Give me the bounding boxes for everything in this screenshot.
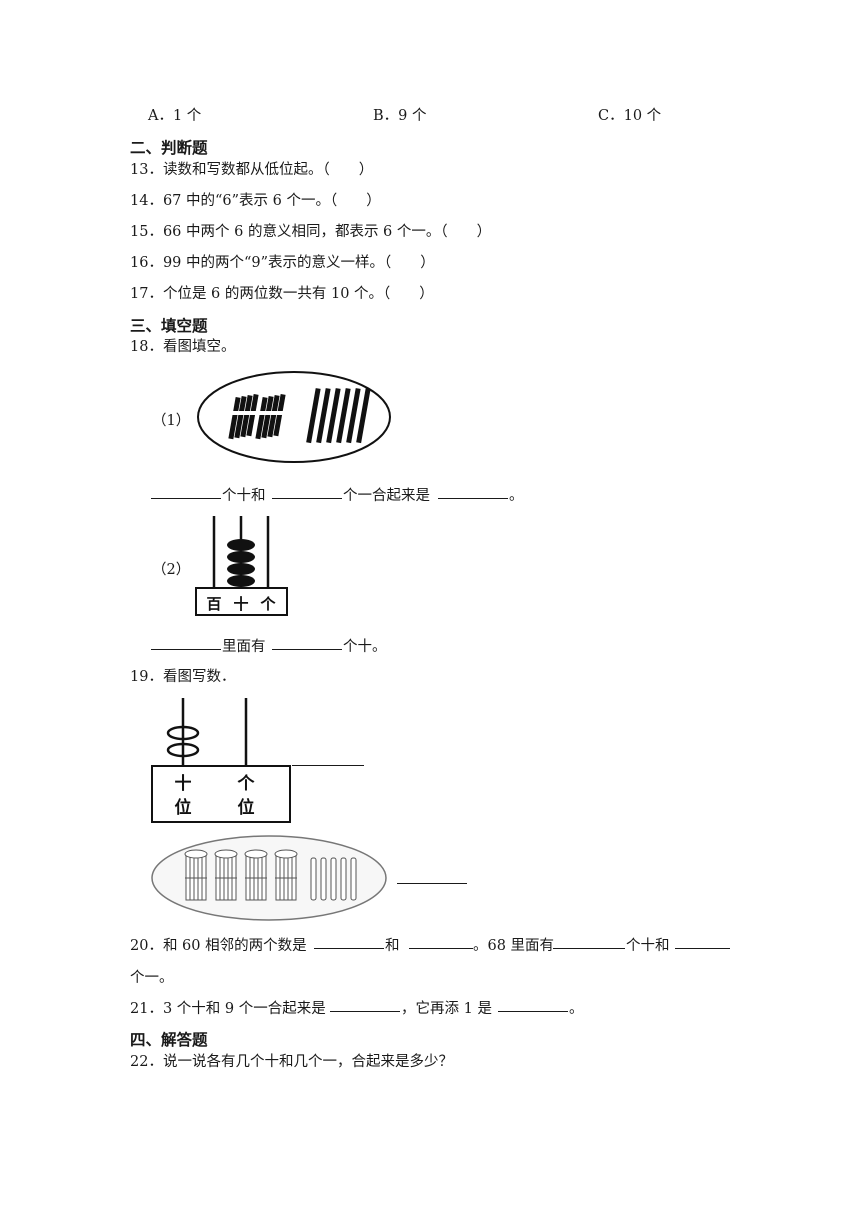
ten-bundle-icon: [228, 393, 259, 440]
question-14: 14．67 中的“6”表示 6 个一。（ ）: [130, 193, 381, 209]
answer-blank[interactable]: [438, 498, 508, 499]
place-value-abacus-figure: 十 个 位 位: [151, 698, 291, 823]
answer-blank[interactable]: [151, 649, 221, 650]
fill-text: 。68 里面有: [473, 938, 555, 954]
answer-blank[interactable]: [330, 1011, 400, 1012]
answer-blank[interactable]: [397, 883, 467, 884]
fill-text: 。: [509, 488, 524, 504]
fill-text: 个十和: [626, 938, 670, 954]
question-19-stem: 19．看图写数．: [130, 669, 236, 685]
answer-blank[interactable]: [272, 498, 342, 499]
option-b: B．9 个: [373, 108, 427, 124]
answer-blank[interactable]: [498, 1011, 568, 1012]
abacus-figure: 百 十 个: [195, 516, 288, 616]
abacus-label: 位: [238, 797, 255, 818]
question-21-text: 21．3 个十和 9 个一合起来是: [130, 1001, 326, 1017]
fill-text: ，它再添 1 是: [401, 1001, 492, 1017]
abacus-label: 十: [175, 773, 192, 794]
fill-text: 里面有: [222, 639, 266, 655]
fill-text: 个一。: [130, 970, 174, 986]
fill-text: 个十和: [222, 488, 266, 504]
fill-text: 。: [569, 1001, 584, 1017]
bundles-oval-figure: [151, 835, 387, 921]
abacus-label: 个: [237, 773, 256, 794]
abacus-label: 位: [175, 797, 192, 818]
answer-blank[interactable]: [409, 948, 473, 949]
ten-bundle-icon: [244, 849, 268, 901]
part-1-label: （1）: [152, 413, 191, 429]
question-13: 13．读数和写数都从低位起。（ ）: [130, 162, 374, 178]
ten-bundle-icon: [274, 849, 298, 901]
question-18-stem: 18．看图填空。: [130, 339, 236, 355]
question-20-text: 20．和 60 相邻的两个数是: [130, 938, 307, 954]
section-title-fill: 三、填空题: [130, 317, 208, 335]
question-22: 22．说一说各有几个十和几个一，合起来是多少？: [130, 1054, 453, 1070]
fill-text: 个十。: [343, 639, 387, 655]
abacus-label: 百: [206, 595, 221, 613]
answer-blank[interactable]: [292, 765, 364, 766]
part-2-label: （2）: [152, 562, 191, 578]
answer-blank[interactable]: [272, 649, 342, 650]
section-title-judgement: 二、判断题: [130, 139, 208, 157]
question-15: 15．66 中两个 6 的意义相同，都表示 6 个一。（ ）: [130, 224, 492, 240]
ten-bundle-icon: [184, 849, 208, 901]
bundles-and-sticks-figure: [197, 371, 391, 463]
question-17: 17．个位是 6 的两位数一共有 10 个。（ ）: [130, 286, 434, 302]
question-16: 16．99 中的两个“9”表示的意义一样。（ ）: [130, 255, 435, 271]
abacus-label: 个: [259, 595, 276, 613]
ten-bundle-icon: [255, 393, 286, 440]
answer-blank[interactable]: [675, 948, 730, 949]
option-c: C．10 个: [598, 108, 662, 124]
ten-bundle-icon: [214, 849, 238, 901]
section-title-answer: 四、解答题: [130, 1031, 208, 1049]
single-sticks-icon: [310, 857, 357, 901]
answer-blank[interactable]: [151, 498, 221, 499]
answer-blank[interactable]: [553, 948, 625, 949]
abacus-label: 十: [233, 595, 248, 613]
abacus-bead-icon: [227, 539, 255, 587]
answer-blank[interactable]: [314, 948, 384, 949]
single-sticks-icon: [306, 388, 371, 444]
fill-text: 个一合起来是: [343, 488, 430, 504]
abacus-ring-icon: [166, 725, 200, 758]
fill-text: 和: [385, 938, 400, 954]
option-a: A．1 个: [148, 108, 202, 124]
